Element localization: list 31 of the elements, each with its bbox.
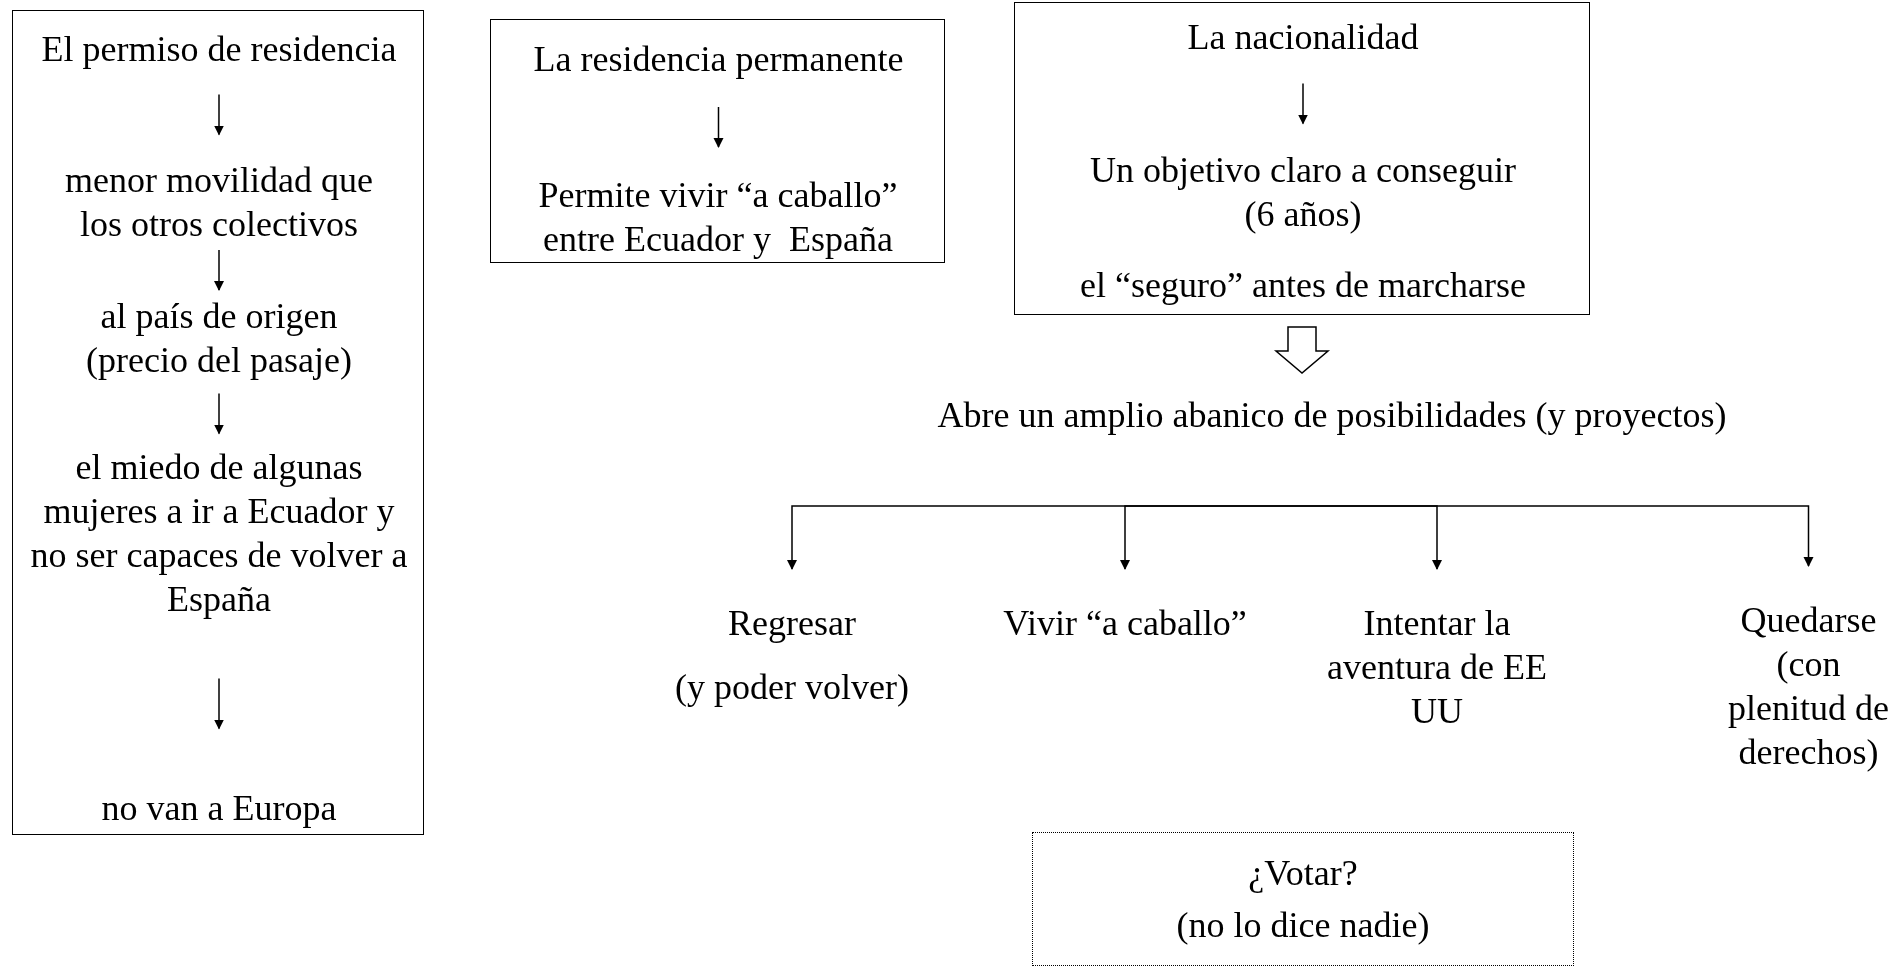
node-text: Vivir “a caballo” (1003, 602, 1247, 645)
node-text: el miedo de algunas mujeres a ir a Ecuador y no ser capaces de volver a España (29, 446, 409, 621)
node-text: Quedarse (con plenitud de derechos) (1727, 599, 1890, 774)
arrow (214, 93, 224, 136)
node-text: Abre un amplio abanico de posibilidades (y proyectos) (937, 394, 1727, 437)
block-arrow (1273, 326, 1331, 374)
node-text: ¿Votar? (1248, 852, 1358, 895)
outlined-box (490, 19, 945, 263)
node-text: al país de origen (precio del pasaje) (85, 295, 353, 382)
node-text: el “seguro” antes de marcharse (1080, 264, 1526, 307)
node-text: (y poder volver) (675, 666, 909, 709)
node-text: Un objetivo claro a conseguir (6 años) (1089, 149, 1517, 236)
arrow (713, 106, 724, 148)
arrow (1298, 82, 1308, 125)
arrow (1120, 505, 1333, 570)
outlined-box (12, 10, 424, 835)
node-text: menor movilidad que los otros colectivos (64, 159, 374, 246)
node-text: El permiso de residencia (41, 28, 397, 71)
node-text: no van a Europa (101, 787, 337, 830)
outlined-box (1014, 2, 1590, 315)
node-text: (no lo dice nadie) (1176, 904, 1430, 947)
arrow (214, 677, 224, 730)
arrow (1331, 505, 1814, 567)
arrow (214, 249, 224, 291)
dotted-box (1032, 832, 1574, 966)
node-text: Permite vivir “a caballo” entre Ecuador y España (537, 174, 899, 261)
node-text: Regresar (728, 602, 856, 645)
node-text: La nacionalidad (1187, 16, 1419, 59)
node-text: La residencia permanente (533, 38, 904, 81)
node-text: Intentar la aventura de EE UU (1326, 602, 1548, 733)
arrow (214, 392, 224, 435)
